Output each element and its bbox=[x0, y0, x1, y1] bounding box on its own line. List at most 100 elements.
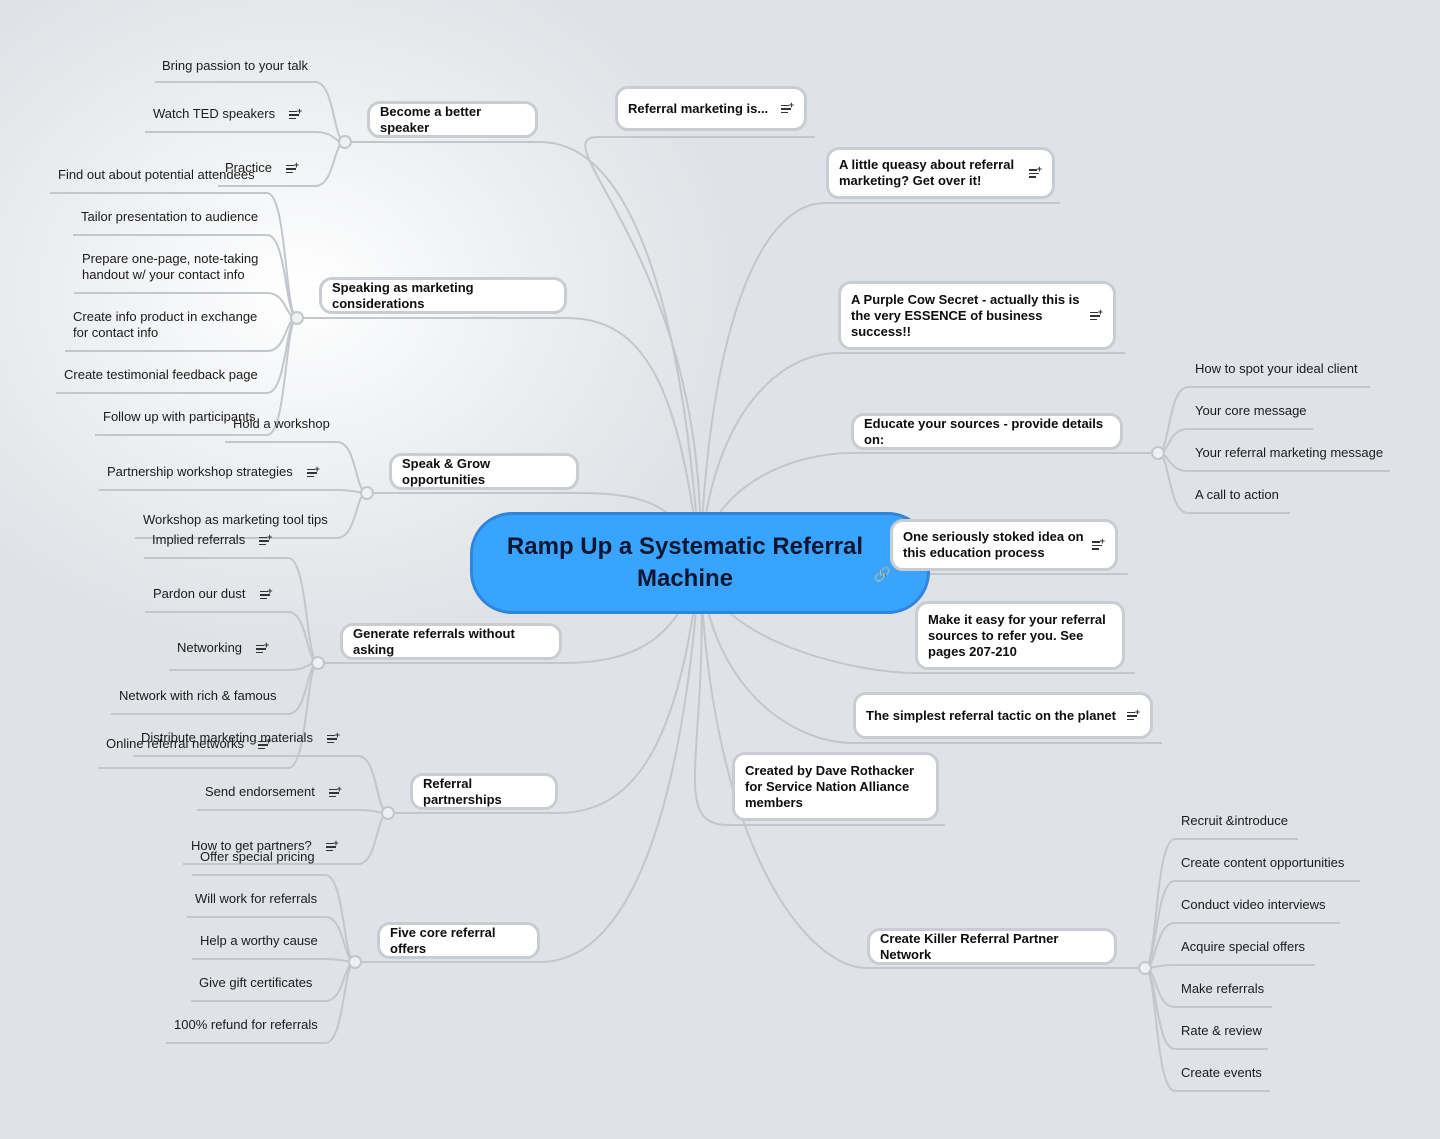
subtopic-create-events[interactable]: Create events bbox=[1181, 1065, 1262, 1081]
subtopic-rate-review[interactable]: Rate & review bbox=[1181, 1023, 1262, 1039]
subtopic-testimonial-page[interactable]: Create testimonial feedback page bbox=[64, 367, 258, 383]
subtopic-networking[interactable]: Networking + bbox=[177, 640, 269, 656]
note-icon[interactable]: + bbox=[289, 106, 302, 120]
note-icon[interactable]: + bbox=[306, 464, 320, 478]
branch-junction[interactable] bbox=[360, 486, 374, 500]
subtopic-partnership-workshop[interactable]: Partnership workshop strategies + bbox=[107, 464, 320, 480]
subtopic-implied-referrals[interactable]: Implied referrals+ bbox=[152, 532, 272, 548]
main-branch-line bbox=[539, 141, 701, 564]
branch-junction[interactable] bbox=[338, 135, 352, 149]
subtopic-follow-up[interactable]: Follow up with participants bbox=[103, 409, 255, 425]
topic-label: Generate referrals without asking bbox=[353, 625, 515, 657]
topic-five-core-offers[interactable]: Five core referral offers bbox=[377, 922, 540, 959]
subtopic-ideal-client[interactable]: How to spot your ideal client bbox=[1195, 361, 1358, 377]
topic-label: Created by Dave Rothacker for Service Na… bbox=[745, 762, 915, 810]
note-icon[interactable]: + bbox=[1090, 307, 1103, 321]
note-icon[interactable]: + bbox=[259, 586, 273, 600]
subtopic-send-endorsement[interactable]: Send endorsement+ bbox=[205, 784, 342, 800]
subtopic-info-product[interactable]: Create info product in exchange for cont… bbox=[73, 309, 273, 341]
topic-label: A Purple Cow Secret - actually this is t… bbox=[851, 291, 1080, 339]
subtopic-distribute-materials[interactable]: Distribute marketing materials+ bbox=[141, 730, 340, 746]
topic-purple-cow[interactable]: A Purple Cow Secret - actually this is t… bbox=[838, 281, 1116, 350]
subtopic-potential-attendees[interactable]: Find out about potential attendees bbox=[58, 167, 255, 183]
subtopic-label: Give gift certificates bbox=[199, 975, 313, 990]
subtopic-label: Your core message bbox=[1195, 403, 1307, 418]
topic-queasy[interactable]: A little queasy about referral marketing… bbox=[826, 147, 1055, 199]
note-icon[interactable]: + bbox=[326, 730, 340, 744]
subtopic-hold-workshop[interactable]: Hold a workshop bbox=[233, 416, 330, 432]
note-icon[interactable]: + bbox=[328, 784, 342, 798]
subtopic-refund[interactable]: 100% refund for referrals bbox=[174, 1017, 318, 1033]
subtopic-label: Create info product in exchange for cont… bbox=[73, 309, 258, 340]
subtopic-video-interviews[interactable]: Conduct video interviews bbox=[1181, 897, 1326, 913]
subtopic-online-networks[interactable]: Online referral networks + bbox=[106, 736, 271, 752]
subtopic-get-partners[interactable]: How to get partners?+ bbox=[191, 838, 339, 854]
link-icon[interactable]: 🔗 bbox=[873, 566, 891, 582]
topic-created-by[interactable]: Created by Dave Rothacker for Service Na… bbox=[732, 752, 939, 821]
note-icon[interactable]: + bbox=[781, 100, 794, 114]
subtopic-rich-famous[interactable]: Network with rich & famous bbox=[119, 688, 277, 704]
branch-junction[interactable] bbox=[1151, 446, 1165, 460]
subtopic-label: Prepare one-page, note-taking handout w/… bbox=[82, 251, 259, 282]
subtopic-special-offers[interactable]: Acquire special offers bbox=[1181, 939, 1305, 955]
subtopic-label: Online referral networks bbox=[106, 736, 244, 751]
subtopic-label: Tailor presentation to audience bbox=[81, 209, 259, 224]
subtopic-call-to-action[interactable]: A call to action bbox=[1195, 487, 1279, 503]
subtopic-referral-message[interactable]: Your referral marketing message bbox=[1195, 445, 1383, 461]
topic-referral-partnerships[interactable]: Referral partnerships bbox=[410, 773, 558, 810]
topic-speaking-marketing[interactable]: Speaking as marketing considerations bbox=[319, 277, 567, 314]
subtopic-label: Acquire special offers bbox=[1181, 939, 1306, 954]
subtopic-practice[interactable]: Practice+ bbox=[225, 160, 299, 176]
subtopic-recruit[interactable]: Recruit &introduce bbox=[1181, 813, 1288, 829]
subtopic-content-opportunities[interactable]: Create content opportunities bbox=[1181, 855, 1344, 871]
subtopic-label: Partnership workshop strategies bbox=[107, 464, 293, 479]
subtopic-work-for-referrals[interactable]: Will work for referrals bbox=[195, 891, 317, 907]
topic-speak-grow[interactable]: Speak & Grow opportunities bbox=[389, 453, 579, 490]
subtopic-make-referrals[interactable]: Make referrals bbox=[1181, 981, 1264, 997]
branch-junction[interactable] bbox=[311, 656, 325, 670]
note-icon[interactable]: + bbox=[285, 160, 299, 174]
subtopic-label: Follow up with participants bbox=[103, 409, 256, 424]
branch-junction[interactable] bbox=[381, 806, 395, 820]
note-icon[interactable]: + bbox=[325, 838, 339, 852]
note-icon[interactable]: + bbox=[1127, 707, 1140, 721]
note-icon[interactable]: + bbox=[1092, 537, 1105, 550]
subtopic-tailor-presentation[interactable]: Tailor presentation to audience bbox=[81, 209, 258, 225]
topic-label: Speaking as marketing considerations bbox=[332, 279, 474, 311]
subtopic-label: Pardon our dust bbox=[153, 586, 246, 601]
main-branch-line bbox=[699, 352, 839, 564]
subtopic-worthy-cause[interactable]: Help a worthy cause bbox=[200, 933, 318, 949]
subtopic-label: Will work for referrals bbox=[195, 891, 318, 906]
topic-killer-network[interactable]: Create Killer Referral Partner Network bbox=[867, 928, 1117, 965]
branch-junction[interactable] bbox=[348, 955, 362, 969]
subtopic-pardon-dust[interactable]: Pardon our dust + bbox=[153, 586, 273, 602]
leaf-line bbox=[197, 809, 389, 814]
topic-stoked-idea[interactable]: One seriously stoked idea on this educat… bbox=[890, 519, 1118, 571]
subtopic-workshop-tips[interactable]: Workshop as marketing tool tips bbox=[143, 512, 328, 528]
subtopic-label: Networking bbox=[177, 640, 243, 655]
leaf-line bbox=[192, 958, 356, 963]
branch-junction[interactable] bbox=[290, 311, 304, 325]
topic-label: Create Killer Referral Partner Network bbox=[880, 930, 1059, 962]
topic-make-it-easy[interactable]: Make it easy for your referral sources t… bbox=[915, 601, 1125, 670]
central-topic[interactable]: Ramp Up a Systematic Referral Machine 🔗 bbox=[470, 512, 930, 614]
topic-generate-referrals[interactable]: Generate referrals without asking bbox=[340, 623, 562, 660]
topic-label: Make it easy for your referral sources t… bbox=[928, 611, 1106, 659]
main-branch-line bbox=[584, 136, 702, 564]
subtopic-gift-certificates[interactable]: Give gift certificates bbox=[199, 975, 312, 991]
topic-educate-sources[interactable]: Educate your sources - provide details o… bbox=[851, 413, 1123, 450]
branch-junction[interactable] bbox=[1138, 961, 1152, 975]
note-icon[interactable]: + bbox=[1029, 165, 1042, 178]
subtopic-core-message[interactable]: Your core message bbox=[1195, 403, 1307, 419]
note-icon[interactable]: + bbox=[258, 736, 271, 750]
note-icon[interactable]: + bbox=[256, 640, 269, 654]
subtopic-special-pricing[interactable]: Offer special pricing bbox=[200, 849, 315, 865]
topic-simplest-tactic[interactable]: The simplest referral tactic on the plan… bbox=[853, 692, 1153, 739]
subtopic-bring-passion[interactable]: Bring passion to your talk bbox=[162, 58, 308, 74]
subtopic-handout[interactable]: Prepare one-page, note-taking handout w/… bbox=[82, 251, 272, 283]
topic-referral-marketing-is[interactable]: Referral marketing is... + bbox=[615, 86, 807, 131]
subtopic-watch-ted[interactable]: Watch TED speakers+ bbox=[153, 106, 302, 122]
topic-label: One seriously stoked idea on this educat… bbox=[903, 529, 1084, 560]
note-icon[interactable]: + bbox=[259, 532, 272, 546]
topic-become-better-speaker[interactable]: Become a better speaker bbox=[367, 101, 538, 138]
